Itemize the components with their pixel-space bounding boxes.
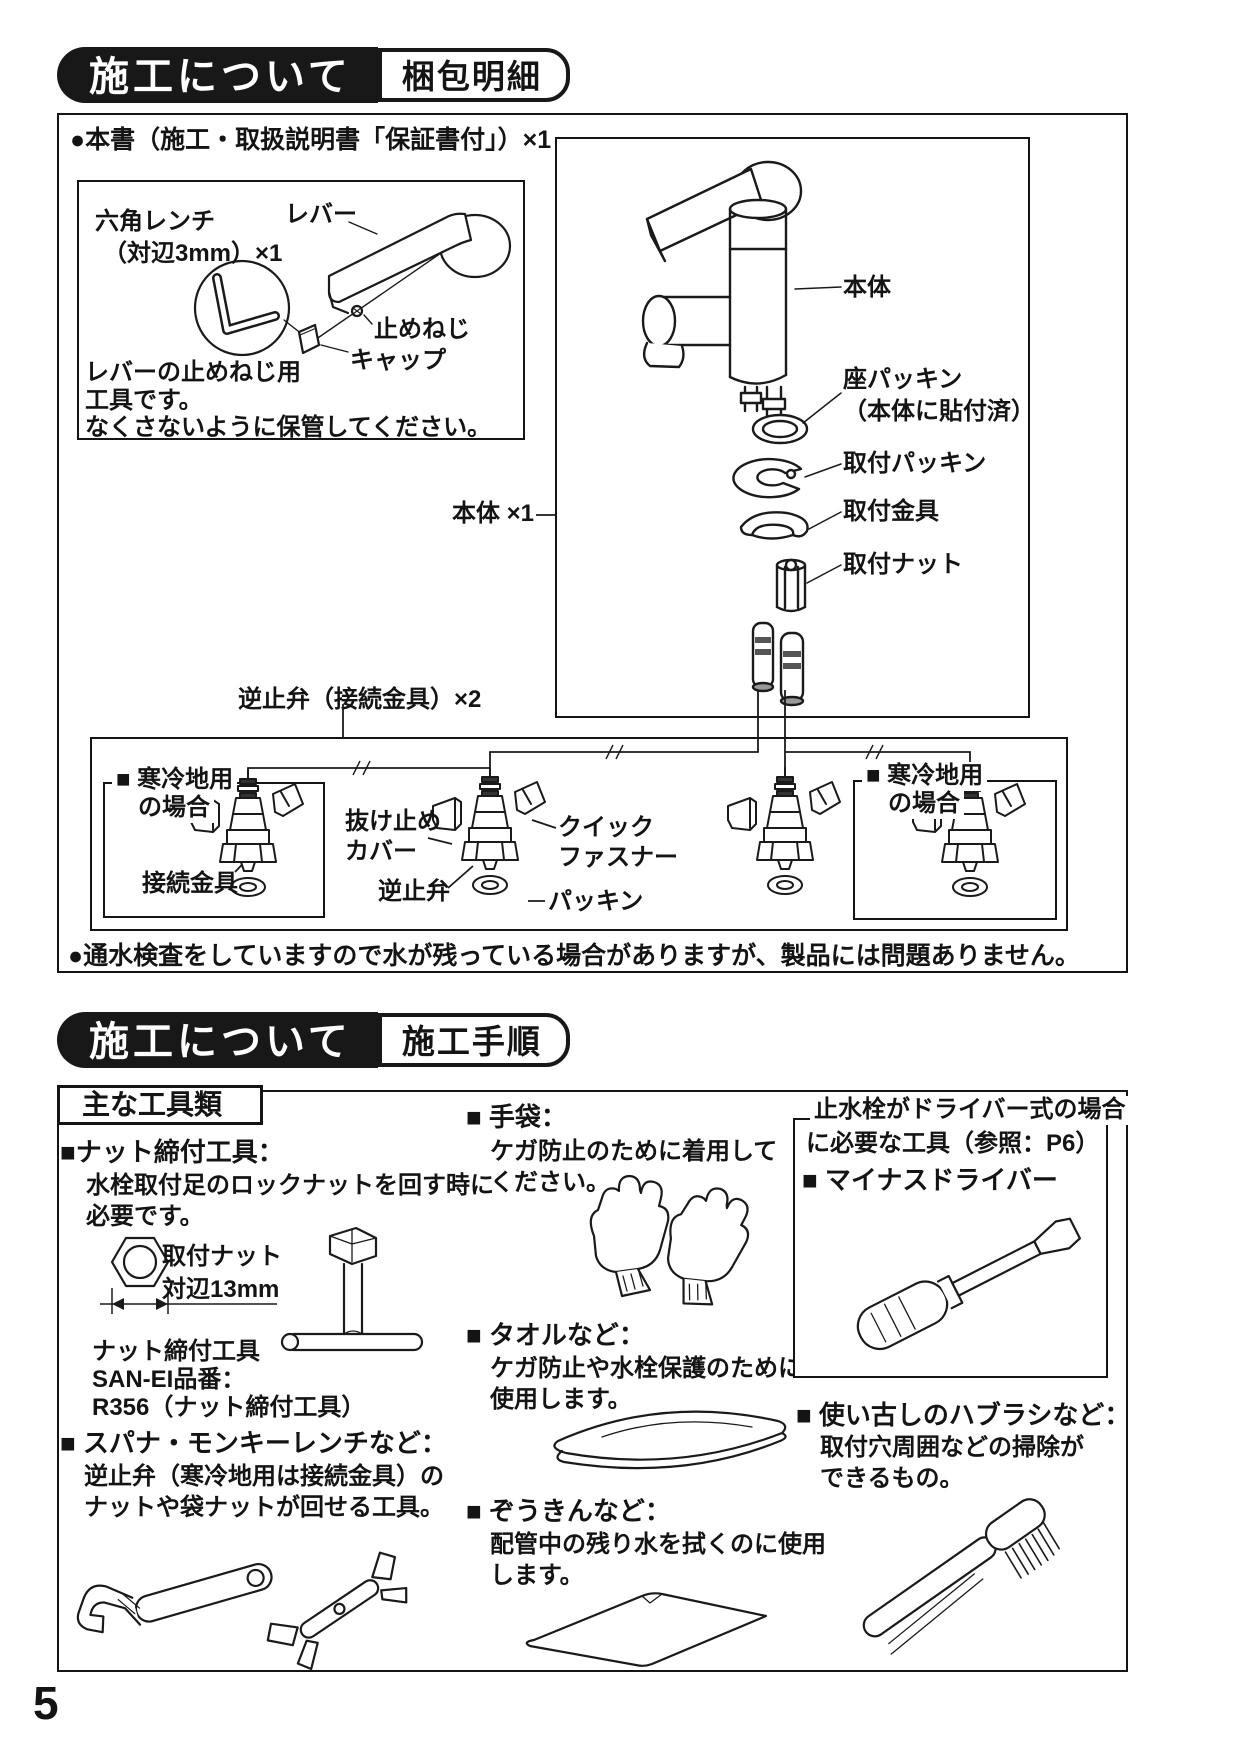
section2-header: 施工について 施工手順 <box>57 1012 570 1068</box>
seat-packing-label-2: （本体に貼付済） <box>843 398 1035 425</box>
gloves-illustration <box>589 1174 759 1316</box>
main-tools-heading-box: 主な工具類 <box>57 1085 263 1125</box>
hex-wrench-label-1: 六角レンチ <box>95 208 215 235</box>
towel-desc-1: ケガ防止や水栓保護のために <box>490 1355 802 1382</box>
quick-fastener-label-2: ファスナー <box>558 844 678 871</box>
toothbrush-illustration <box>862 1498 1061 1655</box>
seat-packing-label-1: 座パッキン <box>843 366 963 393</box>
section1-title: 施工について <box>57 47 378 103</box>
cloth-desc-2: します。 <box>490 1562 584 1589</box>
cold-left-title-2: の場合 <box>134 794 214 823</box>
nut-dim-label-1: 取付ナット <box>162 1243 282 1270</box>
body-qty-label: 本体 ×1 <box>452 500 535 527</box>
nut-tool-name-3: R356（ナット締付工具） <box>92 1394 366 1421</box>
tool-note-1: レバーの止めねじ用 <box>85 359 301 386</box>
tool-note-2: 工具です。 <box>85 387 203 414</box>
nut-dim-label-2: 対辺13mm <box>162 1276 280 1303</box>
gloves-desc-1: ケガ防止のために着用して <box>490 1138 778 1165</box>
retainer-cover-label-2: カバー <box>345 838 417 865</box>
nut-tool-name-2: SAN-EI品番： <box>92 1366 246 1393</box>
cold-right-title-2: の場合 <box>884 790 964 819</box>
cloth-desc-1: 配管中の残り水を拭くのに使用 <box>490 1531 826 1558</box>
cap-label: キャップ <box>350 347 446 374</box>
nut-tool-title: ■ナット締付工具： <box>60 1137 284 1167</box>
section1-subtitle: 梱包明細 <box>377 48 570 102</box>
book-item-label: ●本書（施工・取扱説明書「保証書付」）×1 <box>70 126 552 154</box>
cold-left-title-1: ■ 寒冷地用 <box>112 766 238 795</box>
section2-title: 施工について <box>57 1012 378 1068</box>
brush-title: ■ 使い古しのハブラシなど： <box>796 1400 1131 1430</box>
spanner-desc-1: 逆止弁（寒冷地用は接続金具）の <box>84 1463 444 1490</box>
section2-subtitle: 施工手順 <box>377 1013 570 1067</box>
screwdriver-illustration <box>856 1217 1082 1351</box>
mounting-packing-label: 取付パッキン <box>843 450 987 477</box>
driver-box-note-1: 止水栓がドライバー式の場合 <box>810 1096 1130 1125</box>
tool-note-3: なくさないように保管してください。 <box>85 414 492 441</box>
check-valve-qty-label: 逆止弁（接続金具）×2 <box>238 686 482 713</box>
mounting-nut-label: 取付ナット <box>843 551 963 578</box>
valve-assembly-1 <box>432 767 546 895</box>
lever-label: レバー <box>285 201 357 228</box>
page-number: 5 <box>33 1677 59 1729</box>
mounting-bracket-label: 取付金具 <box>843 498 939 525</box>
towel-illustration <box>553 1410 787 1470</box>
retainer-cover-label-1: 抜け止め <box>345 808 441 835</box>
packing-label: パッキン <box>548 888 644 915</box>
set-screw-label: 止めねじ <box>374 316 470 343</box>
brush-desc-1: 取付穴周囲などの掃除が <box>820 1434 1084 1461</box>
wrenches-illustration <box>76 1551 408 1671</box>
nut-tool-desc-2: 必要です。 <box>86 1203 204 1230</box>
valve-assembly-2 <box>727 767 841 895</box>
check-valve-label: 逆止弁 <box>378 878 450 905</box>
fitting-label: 接続金具 <box>142 870 238 897</box>
faucet-body-label: 本体 <box>843 274 891 301</box>
towel-title: ■ タオルなど： <box>466 1320 645 1350</box>
towel-desc-2: 使用します。 <box>490 1386 632 1413</box>
gloves-desc-2: ください。 <box>490 1169 610 1196</box>
cloth-title: ■ ぞうきんなど： <box>466 1496 671 1526</box>
water-check-note: ●通水検査をしていますので水が残っている場合がありますが、製品には問題ありません… <box>68 942 1080 970</box>
hex-wrench-label-2: （対辺3mm）×1 <box>103 240 283 267</box>
nut-tool-desc-1: 水栓取付足のロックナットを回す時に <box>86 1172 494 1199</box>
spanner-title: ■ スパナ・モンキーレンチなど： <box>60 1428 447 1458</box>
cloth-illustration <box>525 1592 768 1667</box>
faucet-illustration <box>641 160 842 707</box>
t-wrench-illustration <box>280 1226 424 1352</box>
cold-right-title-1: ■ 寒冷地用 <box>862 762 988 791</box>
gloves-title: ■ 手袋： <box>466 1102 567 1132</box>
nut-tool-name-1: ナット締付工具 <box>92 1338 260 1365</box>
lever-tool-illustration <box>193 212 512 357</box>
quick-fastener-label-1: クイック <box>558 814 654 841</box>
spanner-desc-2: ナットや袋ナットが回せる工具。 <box>84 1494 444 1521</box>
section1-header: 施工について 梱包明細 <box>57 47 570 103</box>
driver-title: ■ マイナスドライバー <box>802 1165 1058 1195</box>
main-tools-heading: 主な工具類 <box>82 1089 223 1121</box>
mounting-nut-dimension-illustration <box>100 1236 277 1314</box>
driver-box-note-2: に必要な工具（参照：P6） <box>806 1130 1100 1157</box>
brush-desc-2: できるもの。 <box>820 1465 964 1492</box>
